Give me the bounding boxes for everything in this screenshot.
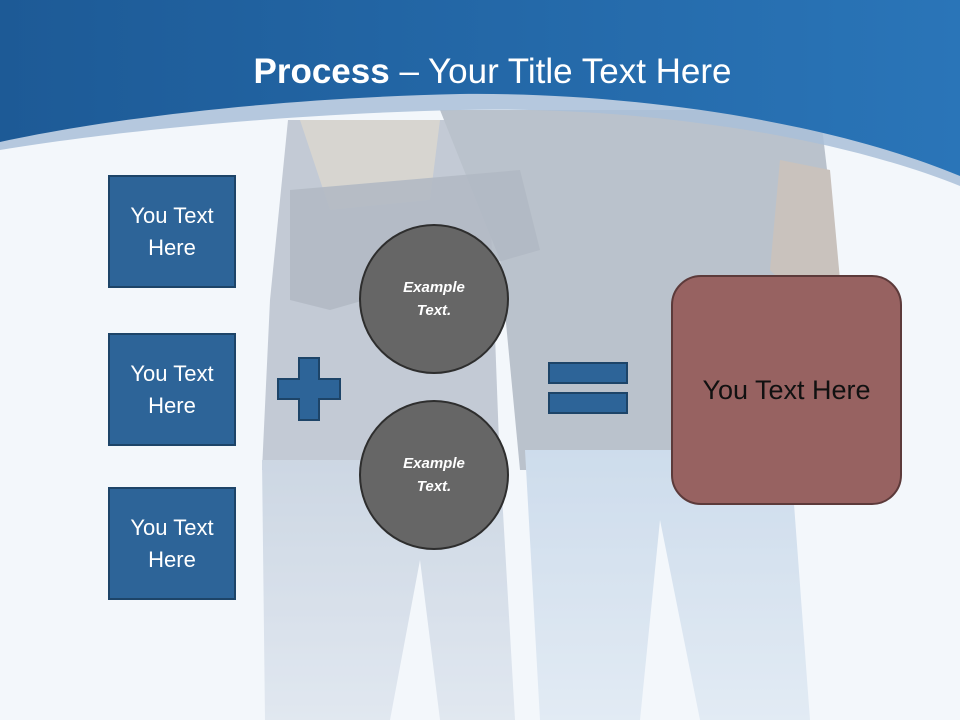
example-circle-1[interactable]: Example Text. [359,224,509,374]
slide-title: Process – Your Title Text Here [0,52,960,92]
input-box-label: You Text Here [130,360,214,418]
result-label: You Text Here [702,374,871,405]
input-box-label: You Text Here [130,202,214,260]
title-rest: – Your Title Text Here [389,52,732,91]
result-box[interactable]: You Text Here [671,275,902,505]
input-box-1[interactable]: You Text Here [108,175,236,288]
input-box-3[interactable]: You Text Here [108,487,236,600]
input-box-2[interactable]: You Text Here [108,333,236,446]
equals-icon [548,362,628,414]
title-bold: Process [253,52,390,91]
example-circle-2[interactable]: Example Text. [359,400,509,550]
input-box-label: You Text Here [130,514,214,572]
header-band [0,0,960,186]
circle-label: Example Text. [403,455,465,495]
circle-label: Example Text. [403,279,465,319]
plus-icon [277,357,341,421]
